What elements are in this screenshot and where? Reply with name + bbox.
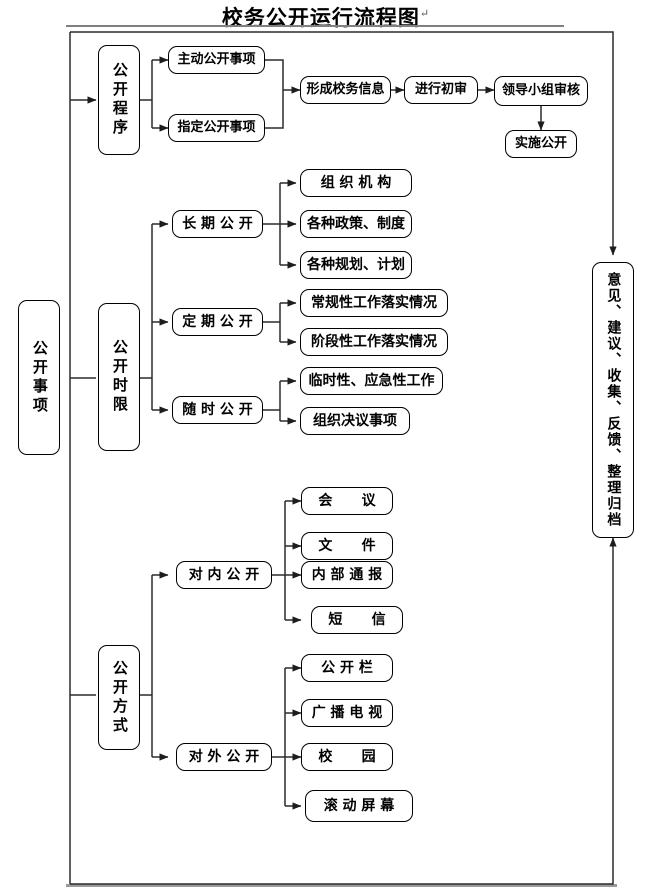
node-implement[interactable]: 实施公开	[505, 130, 577, 158]
node-scrolling-screen-label: 滚 动 屏 幕	[323, 797, 395, 814]
node-external[interactable]: 对 外 公 开	[176, 743, 272, 771]
node-long-term[interactable]: 长 期 公 开	[172, 210, 263, 238]
node-plans-label: 各种规划、计划	[307, 256, 405, 273]
node-anytime-label: 随 时 公 开	[182, 401, 253, 418]
node-document-label: 文 件	[318, 537, 376, 554]
edge-frame-top-to-feedback	[70, 31, 617, 256]
node-implement-label: 实施公开	[514, 136, 567, 152]
node-internal-bulletin[interactable]: 内 部 通 报	[301, 561, 393, 589]
node-active-item-label: 主动公开事项	[177, 52, 256, 68]
node-first-review-label: 进行初审	[414, 82, 467, 98]
edge-frame-bottom-to-feedback	[70, 537, 617, 885]
node-org-structure-label: 组 织 机 构	[320, 174, 392, 191]
node-method[interactable]: 公开方式	[98, 645, 140, 750]
title-rule-bottom	[66, 884, 617, 887]
node-campus[interactable]: 校 园	[301, 743, 393, 771]
node-temporary-work-label: 临时性、应急性工作	[308, 372, 435, 389]
node-broadcast-tv[interactable]: 广 播 电 视	[301, 699, 393, 727]
node-main-item-label: 公开事项	[30, 339, 49, 416]
node-anytime[interactable]: 随 时 公 开	[172, 396, 263, 424]
node-active-item[interactable]: 主动公开事项	[168, 46, 265, 74]
node-org-structure[interactable]: 组 织 机 构	[300, 169, 412, 197]
title-rule-top	[66, 25, 564, 27]
node-regular-label: 定 期 公 开	[182, 313, 253, 330]
node-stage-work-label: 阶段性工作落实情况	[311, 333, 437, 350]
node-form-info[interactable]: 形成校务信息	[300, 76, 391, 104]
node-plans[interactable]: 各种规划、计划	[300, 251, 412, 279]
node-designated-item-label: 指定公开事项	[177, 120, 256, 136]
node-meeting-label: 会 议	[318, 492, 376, 509]
node-internal-bulletin-label: 内 部 通 报	[311, 566, 383, 583]
node-main-item[interactable]: 公开事项	[18, 300, 60, 455]
node-feedback[interactable]: 意见、建议、收集、反馈、整理归档	[592, 262, 634, 538]
node-leader-group-review-label: 领导小组审核	[501, 83, 580, 99]
node-procedure-label: 公开程序	[110, 62, 129, 138]
node-first-review[interactable]: 进行初审	[404, 76, 478, 104]
node-resolutions-label: 组织决议事项	[313, 412, 397, 429]
node-internal-label: 对 内 公 开	[188, 566, 260, 583]
node-document[interactable]: 文 件	[301, 532, 393, 560]
node-procedure[interactable]: 公开程序	[98, 45, 140, 155]
node-method-label: 公开方式	[110, 659, 129, 736]
node-sms-label: 短 信	[328, 611, 386, 628]
node-meeting[interactable]: 会 议	[301, 487, 393, 515]
node-time-limit[interactable]: 公开时限	[98, 303, 140, 451]
node-resolutions[interactable]: 组织决议事项	[300, 407, 410, 435]
node-leader-group-review[interactable]: 领导小组审核	[494, 76, 588, 106]
node-routine-work[interactable]: 常规性工作落实情况	[300, 289, 448, 317]
node-scrolling-screen[interactable]: 滚 动 屏 幕	[305, 790, 413, 822]
node-policies[interactable]: 各种政策、制度	[300, 210, 412, 238]
node-long-term-label: 长 期 公 开	[182, 215, 253, 232]
node-bulletin-board-label: 公 开 栏	[321, 659, 373, 676]
node-internal[interactable]: 对 内 公 开	[176, 561, 272, 589]
node-regular[interactable]: 定 期 公 开	[172, 308, 263, 336]
node-campus-label: 校 园	[318, 748, 376, 765]
node-broadcast-tv-label: 广 播 电 视	[311, 704, 383, 721]
node-form-info-label: 形成校务信息	[306, 82, 385, 98]
node-feedback-label: 意见、建议、收集、反馈、整理归档	[605, 272, 622, 528]
paragraph-mark: ↵	[419, 7, 430, 20]
node-temporary-work[interactable]: 临时性、应急性工作	[300, 367, 443, 395]
node-policies-label: 各种政策、制度	[307, 215, 405, 232]
node-routine-work-label: 常规性工作落实情况	[311, 294, 437, 311]
node-time-limit-label: 公开时限	[110, 339, 129, 415]
node-sms[interactable]: 短 信	[311, 606, 403, 634]
edge-designated-to-forminfo	[265, 90, 284, 129]
node-bulletin-board[interactable]: 公 开 栏	[301, 654, 393, 682]
node-external-label: 对 外 公 开	[188, 748, 260, 765]
node-designated-item[interactable]: 指定公开事项	[168, 114, 265, 142]
edge-active-to-forminfo	[265, 59, 284, 90]
node-stage-work[interactable]: 阶段性工作落实情况	[300, 328, 448, 356]
